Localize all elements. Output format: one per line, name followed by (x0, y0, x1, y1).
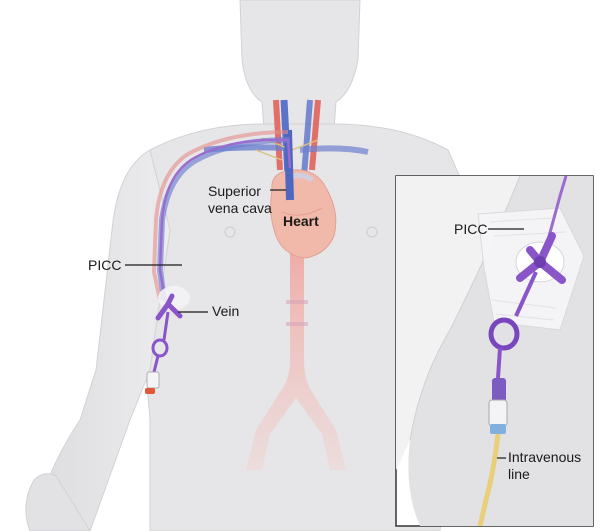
picc-line (158, 138, 292, 307)
aorta (246, 200, 346, 470)
label-vein: Vein (212, 303, 239, 319)
label-intravenous-line-2: line (508, 466, 530, 482)
picc-hub (145, 286, 190, 394)
inset-panel (395, 175, 594, 527)
label-intravenous-line-1: Intravenous (508, 449, 581, 465)
label-superior-vena-cava-1: Superior (208, 183, 261, 199)
label-heart: Heart (283, 213, 319, 229)
label-superior-vena-cava-2: vena cava (208, 200, 272, 216)
label-picc-inset: PICC (454, 221, 487, 237)
label-picc: PICC (88, 257, 121, 273)
